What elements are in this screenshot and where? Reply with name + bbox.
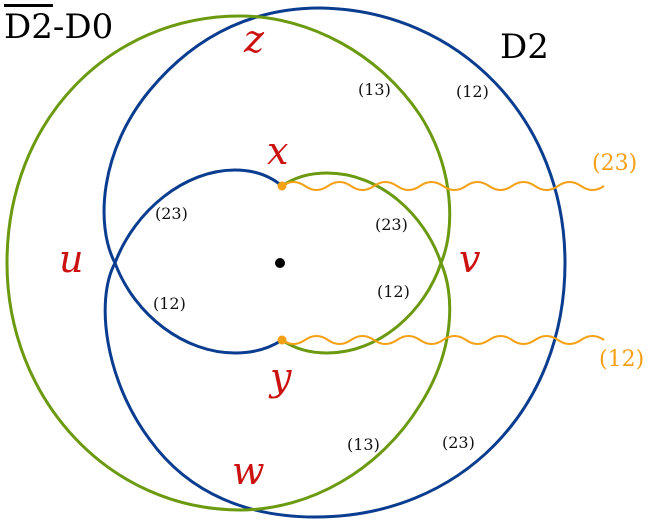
edge-label-bottom-green: (13)	[347, 435, 380, 454]
green-inner-lower-arc	[280, 261, 443, 355]
blue-inner-lower-arc	[113, 261, 284, 355]
vertex-label-u: u	[59, 237, 84, 281]
region-label-right: D2	[500, 27, 549, 67]
green-inner-upper-arc	[280, 171, 443, 265]
center-dot	[275, 258, 285, 268]
edge-label-inner-green-lower: (12)	[377, 282, 410, 301]
region-label-left: D2-D0	[4, 10, 113, 44]
edge-label-top-green: (13)	[358, 80, 391, 99]
vertex-y-dot	[277, 335, 287, 345]
green-outer-arc	[5, 14, 452, 512]
edge-label-bottom-blue: (23)	[442, 433, 475, 452]
region-label-left-bar: D2	[4, 7, 53, 47]
vertex-x-dot	[277, 181, 287, 191]
blue-outer-arc	[102, 6, 567, 519]
vertex-label-y: y	[270, 355, 292, 399]
wavy-line-upper	[281, 181, 605, 191]
external-label-lower: (12)	[599, 347, 645, 372]
vertex-label-v: v	[459, 237, 481, 281]
region-label-left-rest: -D0	[52, 7, 114, 47]
wavy-line-lower	[281, 335, 605, 345]
blue-inner-upper-arc	[113, 168, 284, 265]
edge-label-inner-blue-upper: (23)	[155, 204, 188, 223]
edge-label-top-blue: (12)	[456, 82, 489, 101]
vertex-label-w: w	[232, 449, 265, 493]
edge-label-inner-blue-lower: (12)	[153, 294, 186, 313]
edge-label-inner-green-upper: (23)	[375, 215, 408, 234]
vertex-label-x: x	[267, 129, 289, 173]
vertex-label-z: z	[244, 17, 265, 61]
external-label-upper: (23)	[592, 151, 638, 176]
